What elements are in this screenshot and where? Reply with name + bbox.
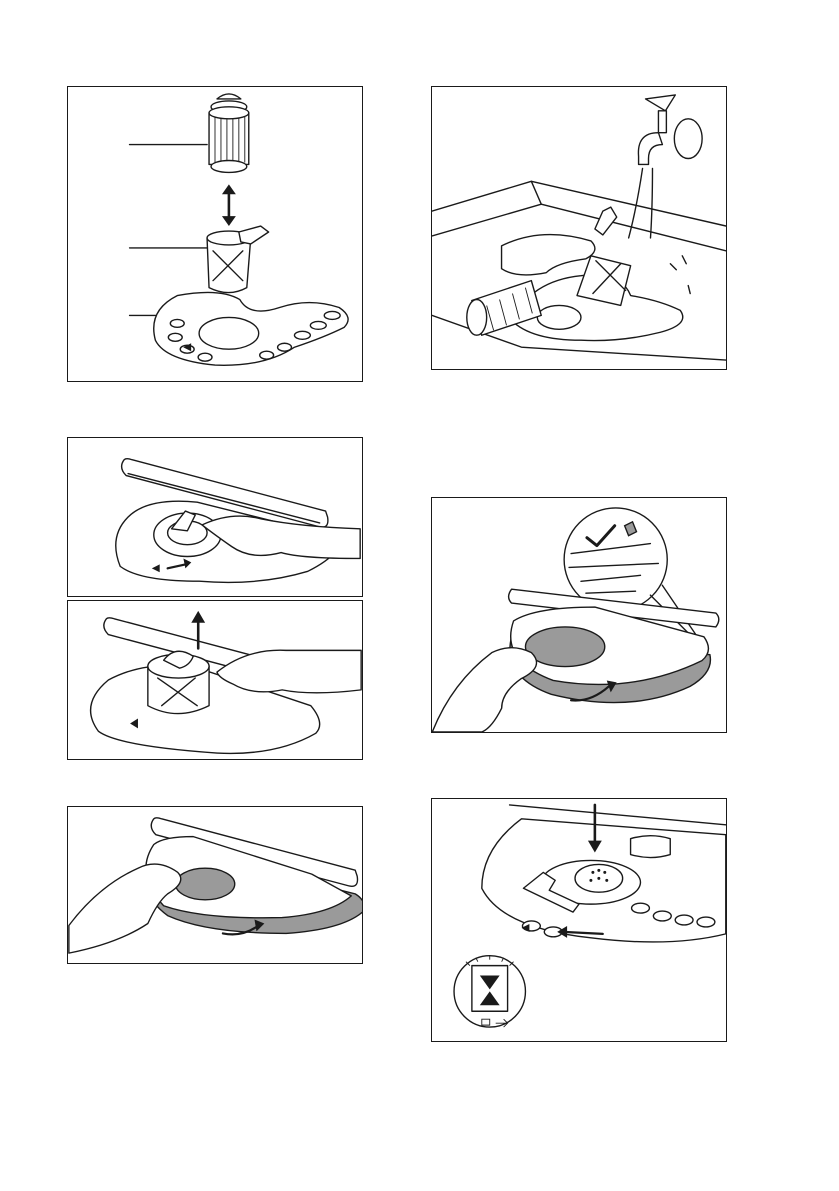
filter-assembly-exploded-icon <box>68 87 362 381</box>
flat-filter-position-check-icon <box>432 498 726 732</box>
filter-lift-out-icon <box>68 601 362 759</box>
figure-rinse-filter <box>431 86 727 370</box>
figure-unlock-filter <box>67 437 363 597</box>
filter-insert-lock-icon <box>432 799 726 1041</box>
flat-filter-remove-icon <box>68 807 362 963</box>
figure-lift-filter <box>67 600 363 760</box>
filter-rinse-under-tap-icon <box>432 87 726 369</box>
figure-remove-flat-filter <box>67 806 363 964</box>
figure-filter-assembly <box>67 86 363 382</box>
figure-check-flat-filter <box>431 497 727 733</box>
filter-unlock-rotate-icon <box>68 438 362 596</box>
figure-insert-lock-filter <box>431 798 727 1042</box>
